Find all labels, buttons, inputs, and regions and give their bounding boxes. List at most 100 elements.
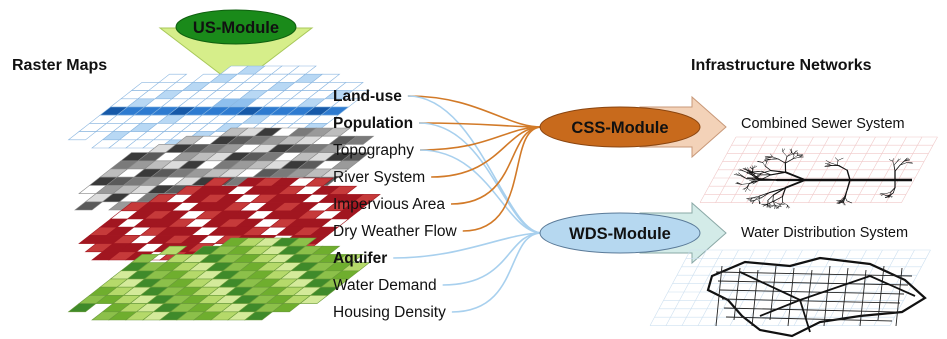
raster-cell: [244, 311, 274, 321]
sewer-pipe: [773, 196, 783, 202]
sewer-pipe: [890, 187, 896, 193]
css-module-label: CSS-Module: [571, 119, 668, 137]
sewer-pipe: [767, 200, 775, 205]
raster-cell: [74, 201, 104, 211]
sewer-pipe: [749, 167, 754, 170]
wds-pipe: [719, 289, 905, 295]
sewer-pipe: [750, 199, 756, 203]
sewer-pipe: [899, 160, 905, 166]
sewer-pipe: [825, 160, 831, 164]
sewer-pipe: [782, 151, 788, 157]
sewer-pipe: [758, 172, 762, 177]
sewer-pipe: [751, 179, 756, 183]
sewer-pipe: [761, 170, 772, 176]
sewer-pipe: [786, 205, 788, 209]
sewer-pipe: [772, 187, 787, 196]
sewer-pipe: [894, 164, 901, 172]
sewer-pipe: [772, 200, 776, 206]
layer-label-topography: Topography: [333, 142, 414, 159]
raster-cell: [271, 303, 301, 313]
sewer-pipe: [893, 164, 896, 172]
wds-pipe: [715, 265, 723, 327]
wds-module: WDS-Module: [539, 201, 727, 265]
sewer-pipe: [792, 154, 795, 160]
sewer-pipe: [889, 195, 893, 198]
css-connector: [450, 126, 543, 205]
sewer-pipe: [835, 157, 839, 161]
layer-label-aquifer: Aquifer: [333, 250, 387, 267]
sewer-pipe: [735, 183, 742, 185]
css-module-ellipse: [539, 106, 701, 148]
sewer-pipe: [777, 158, 786, 164]
sewer-pipe: [760, 192, 770, 199]
sewer-pipe: [742, 187, 747, 190]
sewer-pipe: [792, 155, 798, 160]
sewer-pipe: [764, 165, 772, 171]
us-module-ellipse: [175, 9, 297, 45]
raster-cell: [299, 295, 329, 304]
raster-cell: [67, 131, 97, 141]
raster-maps-header: Raster Maps: [12, 57, 107, 74]
us-module-label: US-Module: [193, 19, 279, 37]
sewer-pipe: [762, 174, 772, 180]
sewer-pipe: [897, 158, 901, 162]
css-module: CSS-Module: [539, 95, 727, 159]
sewer-pipe: [770, 153, 773, 157]
css-connector: [462, 126, 543, 232]
sewer-pipe: [772, 200, 779, 205]
sewer-pipe: [892, 187, 896, 194]
css-connector: [431, 126, 543, 178]
wds-pipe: [895, 267, 903, 327]
wds-main: [869, 275, 916, 297]
sewer-pipe: [784, 171, 806, 181]
water-distribution-network: [649, 249, 931, 338]
sewer-pipe: [888, 159, 894, 162]
sewer-pipe: [899, 162, 907, 166]
wds-pipe: [733, 267, 741, 321]
sewer-pipe: [782, 201, 788, 206]
sewer-pipe: [880, 193, 886, 196]
sewer-pipe: [738, 172, 742, 176]
wds-connector: [442, 232, 543, 286]
sewer-pipe: [782, 148, 785, 153]
sewer-pipe: [838, 165, 848, 171]
wds-connector: [393, 232, 543, 259]
raster-cell: [345, 135, 375, 145]
sewer-pipe: [836, 199, 842, 203]
sewer-pipe: [889, 191, 891, 196]
sewer-pipe: [897, 158, 899, 162]
sewer-pipe: [741, 175, 748, 180]
css-connector: [420, 126, 543, 151]
sewer-pipe: [846, 179, 851, 191]
wds-pipe: [717, 280, 909, 286]
wds-outline: [706, 256, 927, 338]
wds-pipe: [859, 269, 867, 327]
sewer-pipe: [749, 179, 756, 181]
sewer-pipe: [758, 200, 761, 205]
wds-main: [739, 271, 801, 301]
sewer-pipe: [765, 159, 767, 163]
sewer-pipe: [735, 173, 741, 176]
sewer-pipe: [746, 183, 750, 189]
sewer-pipe: [744, 187, 748, 192]
sewer-pipe: [824, 162, 831, 164]
combined-sewer-network: [699, 136, 938, 210]
wds-connector: [419, 122, 543, 234]
sewer-pipe: [761, 170, 772, 174]
sewer-pipe: [844, 196, 848, 202]
wds-main: [799, 275, 871, 301]
sewer-pipe: [752, 181, 757, 185]
sewer-pipe: [767, 200, 774, 205]
sewer-pipe: [751, 195, 760, 199]
sewer-pipe: [793, 150, 798, 154]
sewer-pipe: [774, 205, 776, 210]
sewer-pipe: [770, 169, 787, 173]
sewer-pipe: [741, 183, 750, 185]
water-distribution-system-label: Water Distribution System: [741, 225, 908, 241]
sewer-pipe: [789, 148, 793, 153]
sewer-pipe: [762, 204, 768, 207]
sewer-pipe: [751, 173, 756, 176]
connectors: [393, 95, 543, 313]
sewer-pipe: [749, 169, 753, 173]
